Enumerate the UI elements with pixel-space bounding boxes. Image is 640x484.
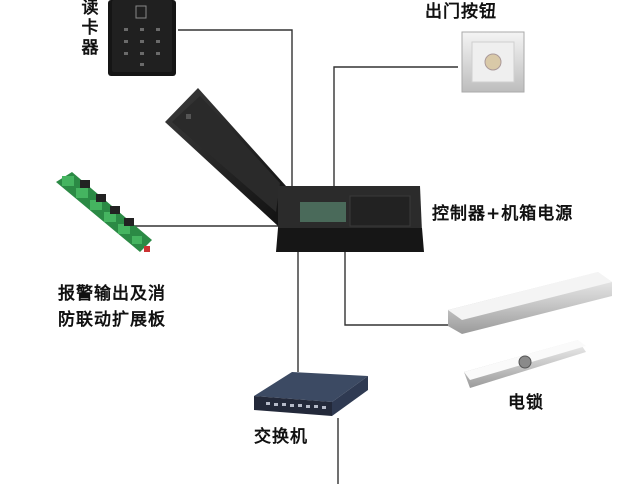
switch-label: 交换机 [254, 427, 308, 447]
alarm-expansion-board-device [56, 172, 152, 252]
controller-label: 控制器+机箱电源 [432, 204, 574, 224]
exit-button-label: 出门按钮 [425, 2, 497, 22]
card-reader-device [108, 0, 176, 76]
line-exit-button [333, 66, 458, 186]
alarm-board-label-line1: 报警输出及消 [58, 284, 166, 304]
electric-lock-label: 电锁 [508, 393, 544, 413]
alarm-board-label-line2: 防联动扩展板 [58, 310, 166, 330]
controller-box-device [165, 88, 424, 252]
network-switch-device [254, 372, 368, 416]
card-reader-label: 读卡器 [81, 0, 99, 58]
line-electric-lock [344, 252, 452, 326]
line-card-reader [178, 29, 293, 186]
exit-button-device [461, 31, 525, 93]
connection-lines [132, 29, 458, 484]
electric-lock-device [448, 272, 612, 388]
